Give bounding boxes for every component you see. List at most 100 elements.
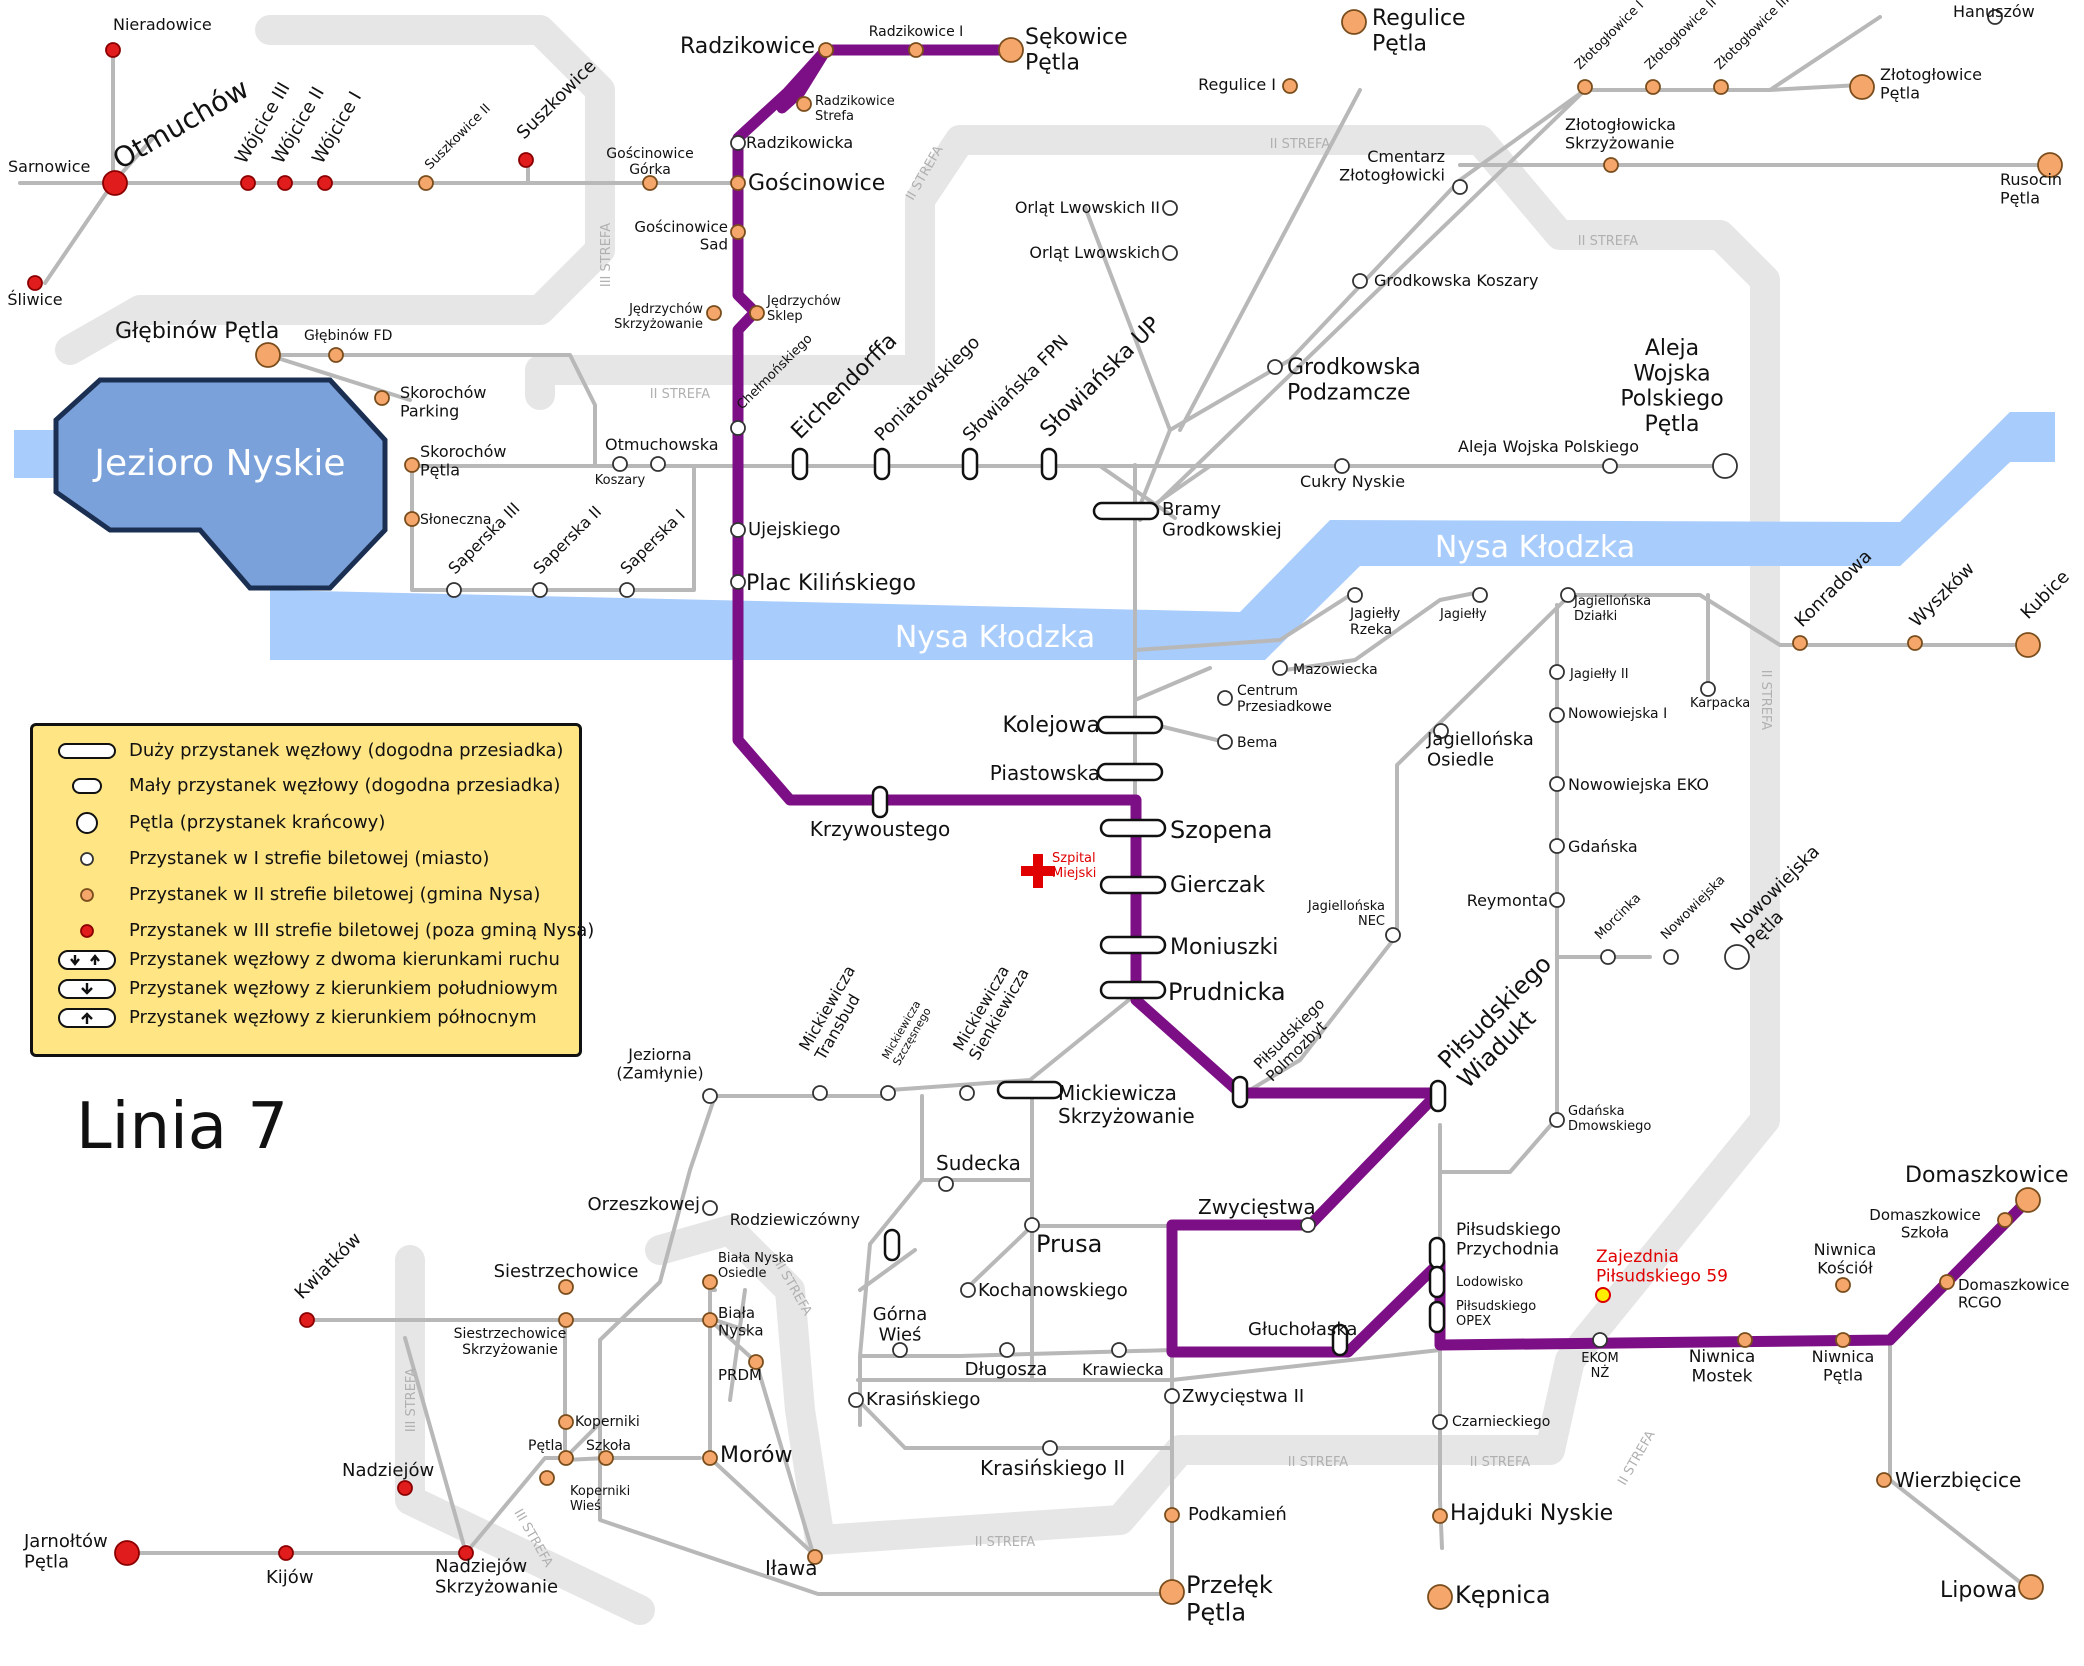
stop-marker[interactable] (1472, 587, 1488, 603)
stop-marker[interactable] (1433, 723, 1449, 739)
stop-marker[interactable] (998, 37, 1024, 63)
stop-marker[interactable] (1432, 1508, 1448, 1524)
stop-marker[interactable] (1267, 359, 1283, 375)
stop-marker[interactable] (2018, 1574, 2044, 1600)
stop-marker[interactable] (730, 135, 746, 151)
stop-marker[interactable] (114, 1540, 140, 1566)
stop-marker[interactable] (458, 1545, 474, 1561)
stop-marker[interactable] (105, 42, 121, 58)
stop-marker[interactable] (1347, 587, 1363, 603)
stop-marker[interactable] (1428, 1236, 1446, 1270)
stop-marker[interactable] (1428, 1300, 1446, 1334)
stop-marker[interactable] (317, 175, 333, 191)
stop-marker[interactable] (1849, 74, 1875, 100)
stop-marker[interactable] (558, 1279, 574, 1295)
stop-marker[interactable] (1452, 179, 1468, 195)
stop-marker[interactable] (1231, 1075, 1249, 1109)
stop-marker[interactable] (1549, 1112, 1565, 1128)
stop-marker[interactable] (1737, 1332, 1753, 1348)
stop-marker[interactable] (1162, 245, 1178, 261)
stop-marker[interactable] (404, 511, 420, 527)
stop-marker[interactable] (374, 390, 390, 406)
stop-marker[interactable] (1352, 273, 1368, 289)
stop-marker[interactable] (730, 522, 746, 538)
stop-marker[interactable] (892, 1342, 908, 1358)
stop-marker[interactable] (730, 175, 746, 191)
stop-marker[interactable] (446, 582, 462, 598)
stop-marker[interactable] (796, 96, 812, 112)
stop-marker[interactable] (880, 1085, 896, 1101)
stop-marker[interactable] (702, 1312, 718, 1328)
stop-marker[interactable] (1164, 1388, 1180, 1404)
stop-marker[interactable] (1549, 838, 1565, 854)
stop-marker[interactable] (1577, 79, 1593, 95)
stop-marker[interactable] (908, 42, 924, 58)
stop-marker[interactable] (1217, 734, 1233, 750)
stop-marker[interactable] (959, 1085, 975, 1101)
stop-marker[interactable] (397, 1480, 413, 1496)
stop-marker[interactable] (1997, 1212, 2013, 1228)
stop-marker[interactable] (1334, 458, 1350, 474)
stop-marker[interactable] (1712, 453, 1738, 479)
stop-marker[interactable] (1300, 1217, 1316, 1233)
stop-marker[interactable] (1432, 1414, 1448, 1430)
stop-marker[interactable] (1835, 1277, 1851, 1293)
stop-marker[interactable] (612, 456, 628, 472)
stop-marker[interactable] (1099, 875, 1167, 895)
stop-marker[interactable] (299, 1312, 315, 1328)
stop-marker[interactable] (2037, 152, 2063, 178)
stop-marker[interactable] (1427, 1584, 1453, 1610)
stop-marker[interactable] (1092, 501, 1160, 521)
stop-marker[interactable] (650, 456, 666, 472)
stop-marker[interactable] (539, 1470, 555, 1486)
stop-marker[interactable] (1549, 664, 1565, 680)
stop-marker[interactable] (1111, 1342, 1127, 1358)
stop-marker[interactable] (749, 305, 765, 321)
stop-marker[interactable] (1428, 1265, 1446, 1299)
stop-marker[interactable] (1024, 1217, 1040, 1233)
stop-marker[interactable] (1713, 79, 1729, 95)
stop-marker[interactable] (532, 582, 548, 598)
stop-marker[interactable] (1907, 635, 1923, 651)
stop-marker[interactable] (1876, 1472, 1892, 1488)
stop-marker[interactable] (1164, 1507, 1180, 1523)
stop-marker[interactable] (1341, 9, 1367, 35)
stop-marker[interactable] (255, 342, 281, 368)
stop-marker[interactable] (328, 347, 344, 363)
stop-marker[interactable] (102, 170, 128, 196)
stop-marker[interactable] (1724, 944, 1750, 970)
stop-marker[interactable] (404, 457, 420, 473)
stop-marker[interactable] (1560, 587, 1576, 603)
stop-marker[interactable] (702, 1450, 718, 1466)
stop-marker[interactable] (1835, 1332, 1851, 1348)
stop-marker[interactable] (2015, 1187, 2041, 1213)
stop-marker[interactable] (1385, 927, 1401, 943)
stop-marker[interactable] (1603, 157, 1619, 173)
stop-marker[interactable] (1549, 776, 1565, 792)
stop-marker[interactable] (558, 1312, 574, 1328)
stop-marker[interactable] (619, 582, 635, 598)
stop-marker[interactable] (873, 447, 891, 481)
stop-marker[interactable] (883, 1228, 901, 1262)
stop-marker[interactable] (1792, 635, 1808, 651)
stop-marker[interactable] (702, 1088, 718, 1104)
stop-marker[interactable] (999, 1342, 1015, 1358)
stop-marker[interactable] (702, 1200, 718, 1216)
stop-marker[interactable] (1549, 707, 1565, 723)
stop-marker[interactable] (1099, 980, 1167, 1000)
stop-marker[interactable] (1600, 949, 1616, 965)
stop-marker[interactable] (1159, 1579, 1185, 1605)
stop-marker[interactable] (1602, 458, 1618, 474)
stop-marker[interactable] (730, 224, 746, 240)
stop-marker[interactable] (1700, 681, 1716, 697)
stop-marker[interactable] (1096, 715, 1164, 735)
stop-marker[interactable] (277, 175, 293, 191)
stop-marker[interactable] (27, 275, 43, 291)
stop-marker[interactable] (2015, 632, 2041, 658)
stop-marker[interactable] (558, 1414, 574, 1430)
stop-marker[interactable] (1272, 660, 1288, 676)
stop-marker[interactable] (1987, 9, 2003, 25)
stop-marker[interactable] (748, 1354, 764, 1370)
stop-marker[interactable] (1549, 892, 1565, 908)
stop-marker[interactable] (1099, 935, 1167, 955)
